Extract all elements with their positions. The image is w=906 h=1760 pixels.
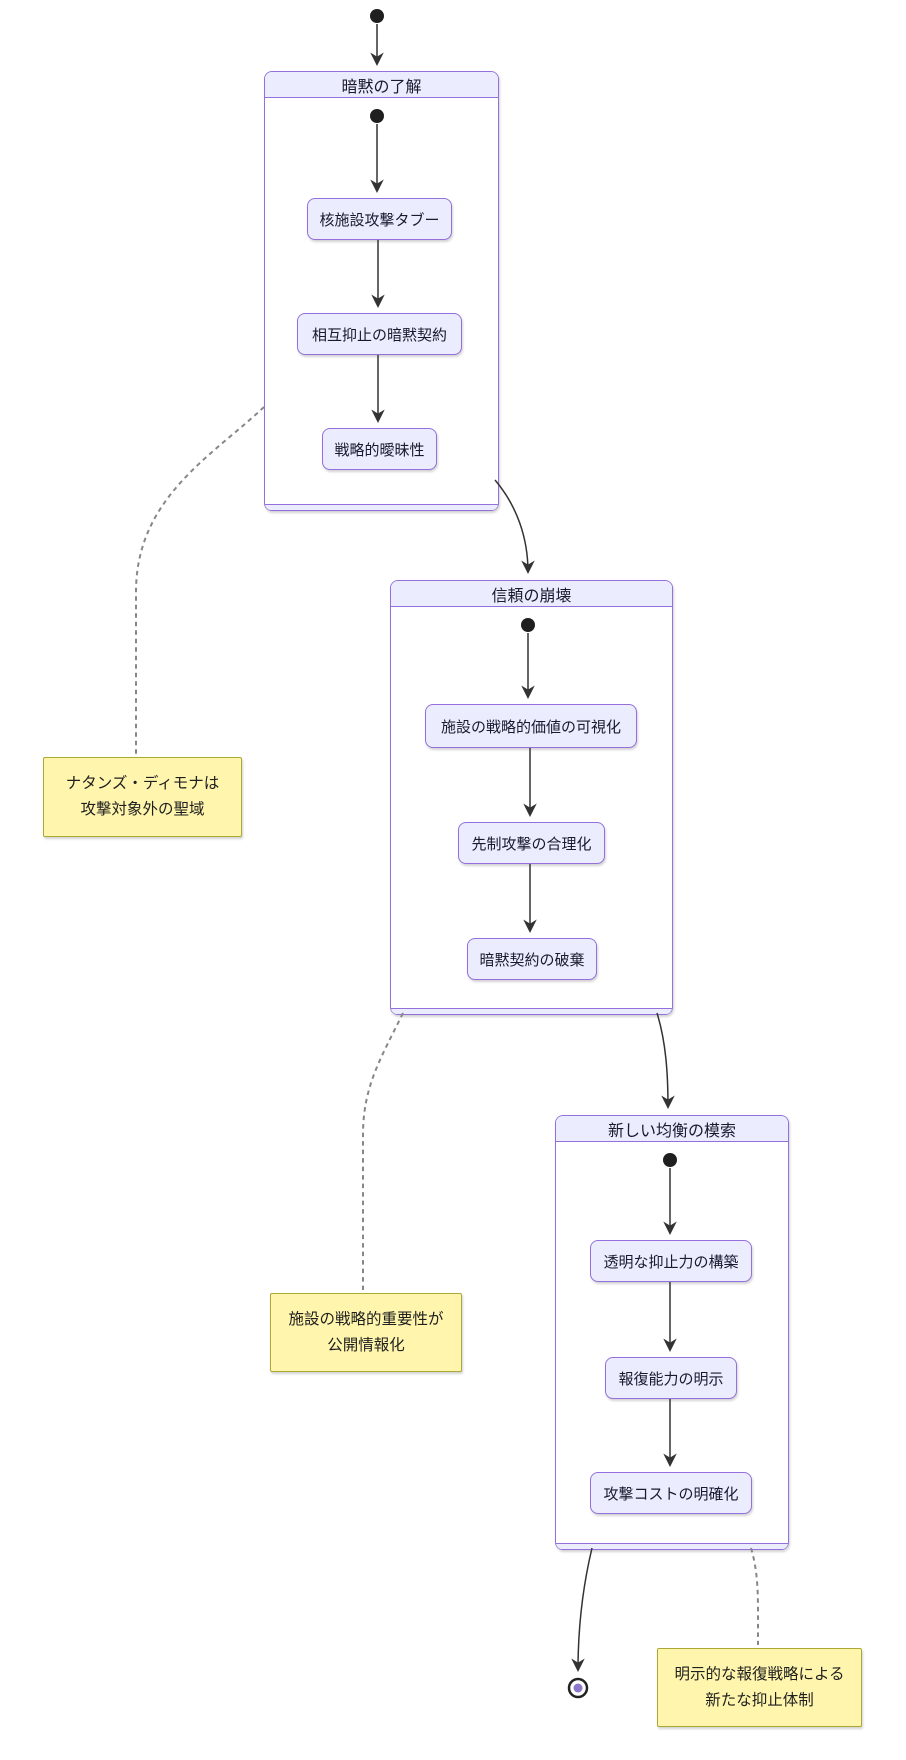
composite-bottom-strip xyxy=(556,1543,788,1549)
note-link-3 xyxy=(750,1547,759,1645)
note-link-2 xyxy=(362,1012,404,1290)
edge-composite3-to-final xyxy=(571,1547,593,1673)
note-line: ナタンズ・ディモナは xyxy=(65,775,220,792)
note-line: 施設の戦略的重要性が xyxy=(288,1310,444,1328)
note-line: 明示的な報復戦略による xyxy=(674,1665,845,1683)
note-line: 公開情報化 xyxy=(327,1336,405,1354)
edge-composite1-to-composite2 xyxy=(494,479,535,575)
state-visualization-of-strategic-value: 施設の戦略的価値の可視化 xyxy=(425,704,637,748)
state-abandonment-of-tacit-pact: 暗黙契約の破棄 xyxy=(467,938,597,980)
composite-bottom-strip xyxy=(391,1008,672,1014)
state-building-transparent-deterrence: 透明な抑止力の構築 xyxy=(590,1240,752,1282)
state-rationalization-of-preemptive-strike: 先制攻撃の合理化 xyxy=(458,822,605,864)
state-mutual-deterrence-tacit-pact: 相互抑止の暗黙契約 xyxy=(297,313,462,355)
note-natanz-dimona-sanctuary: ナタンズ・ディモナは 攻撃対象外の聖域 xyxy=(43,757,242,837)
note-strategic-importance-public: 施設の戦略的重要性が 公開情報化 xyxy=(270,1293,462,1372)
composite-bottom-strip xyxy=(265,504,498,510)
composite-title: 暗黙の了解 xyxy=(265,72,498,98)
state-clarification-of-attack-cost: 攻撃コストの明確化 xyxy=(590,1472,752,1514)
composite-title: 信頼の崩壊 xyxy=(391,581,672,607)
note-line: 新たな抑止体制 xyxy=(705,1691,814,1709)
initial-state-dot xyxy=(370,9,384,23)
state-strategic-ambiguity: 戦略的曖昧性 xyxy=(322,428,437,470)
state-explicit-retaliation-capability: 報復能力の明示 xyxy=(605,1357,737,1399)
note-new-deterrence-regime: 明示的な報復戦略による 新たな抑止体制 xyxy=(657,1648,862,1727)
note-link-1 xyxy=(135,406,265,754)
note-line: 攻撃対象外の聖域 xyxy=(80,801,205,818)
edge-composite2-to-composite3 xyxy=(656,1012,675,1110)
final-state-inner-dot xyxy=(573,1683,583,1693)
final-state-outer-ring xyxy=(567,1677,589,1699)
composite-title: 新しい均衡の模索 xyxy=(556,1116,788,1142)
state-nuclear-attack-taboo: 核施設攻撃タブー xyxy=(307,198,452,240)
